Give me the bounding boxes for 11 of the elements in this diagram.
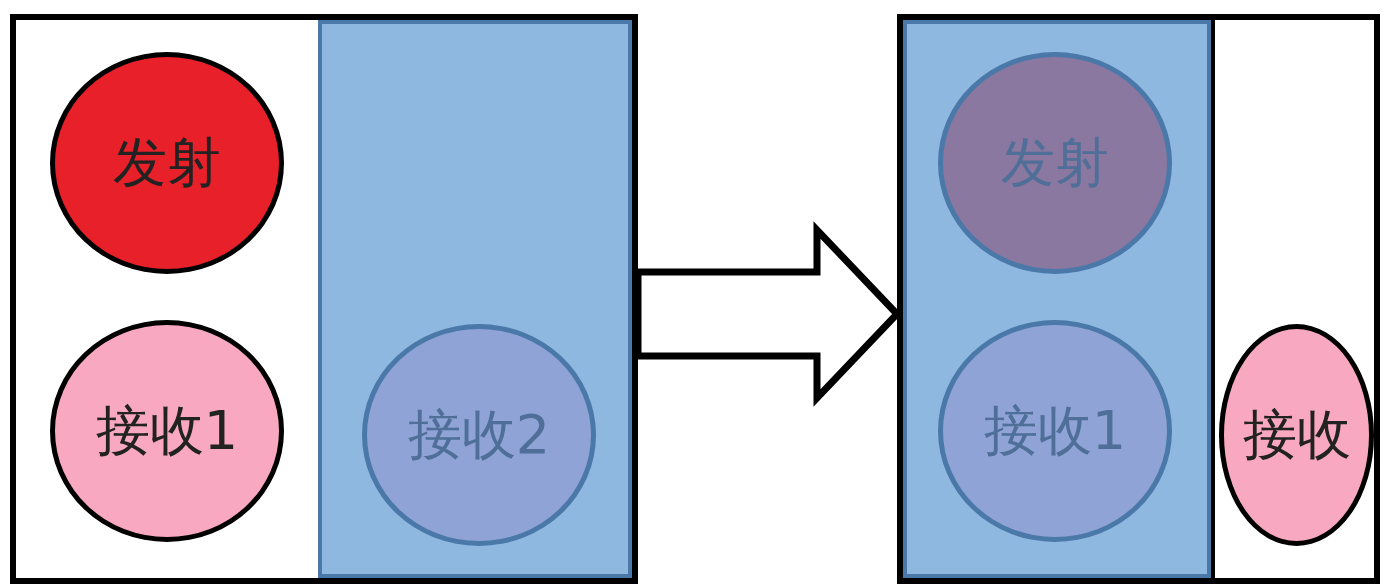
column-band	[318, 20, 632, 578]
node-label: 接收1	[983, 397, 1127, 464]
node-label: 接收1	[95, 397, 239, 464]
column-band	[903, 20, 1211, 578]
column-band	[1211, 20, 1374, 578]
panel-frame	[10, 14, 638, 584]
node-label: 发射	[1001, 129, 1109, 196]
node-label: 接收2	[407, 401, 551, 468]
node-label: 发射	[113, 129, 221, 196]
panel-frame	[897, 14, 1380, 584]
node-label: 接收	[1242, 401, 1351, 468]
